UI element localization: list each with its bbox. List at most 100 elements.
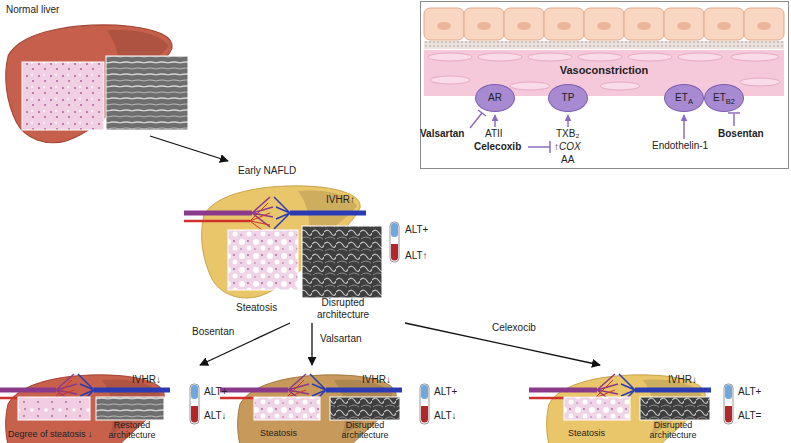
edge-label: Bosentan: [190, 326, 236, 338]
panel-label: Disrupted architecture: [330, 420, 400, 441]
smooth-muscle-cells: [600, 82, 640, 90]
sem-image: [106, 56, 188, 130]
ligand-label: Endothelin-1: [652, 140, 708, 152]
enzyme-label: ↑COX: [554, 141, 581, 153]
endothelial-cells: [584, 8, 624, 40]
smooth-muscle-cells: [628, 53, 672, 61]
cell-nuclei: [437, 22, 451, 30]
histology-image: [18, 397, 90, 420]
liver-panel: Normal liver: [2, 2, 192, 134]
receptor-oval: ETB2: [704, 84, 744, 112]
sem-image: [640, 397, 710, 420]
liver-panel: IVHR↓ ALT+ ALT= Steatosis Disrupted architec…: [540, 366, 780, 442]
sem-image: [330, 397, 400, 420]
valsartan-liver: [220, 374, 429, 443]
band-label: Vasoconstriction: [421, 64, 787, 77]
signal-lines: [549, 141, 551, 153]
receptor-oval: TP: [548, 84, 588, 112]
signal-lines: [494, 115, 496, 127]
substrate-label: AA: [561, 154, 574, 166]
panel-label: Early NAFLD: [238, 165, 296, 177]
ligand-label: ATII: [485, 128, 503, 140]
edge-label: Celexocib: [490, 322, 538, 334]
panel-label: ALT+: [204, 386, 227, 398]
normal-liver: [6, 25, 188, 143]
smooth-muscle-cells: [428, 53, 472, 61]
smooth-muscle-cells: [731, 53, 779, 61]
vessel-wall: [421, 2, 788, 168]
endothelial-cells: [504, 8, 544, 40]
panel-label: ALT+: [405, 224, 428, 236]
signal-lines: [528, 146, 550, 148]
panel-label: Restored architecture: [98, 420, 166, 441]
vessel-wall: [421, 2, 788, 168]
panel-label: IVHR↓: [668, 374, 697, 386]
celecoxib-liver: [529, 374, 733, 443]
edge-label: Valsartan: [318, 333, 364, 345]
smooth-muscle-cells: [578, 53, 622, 61]
smooth-muscle-cells: [678, 53, 722, 61]
panel-label: IVHR↑: [326, 194, 355, 206]
signal-lines: [470, 113, 482, 128]
signal-lines: [470, 110, 740, 153]
cell-nuclei: [757, 22, 771, 30]
cell-nuclei: [557, 22, 571, 30]
endothelial-cells: [544, 8, 584, 40]
panel-label: Degree of steatosis ↓: [8, 429, 93, 439]
receptor-label: ETA: [675, 92, 693, 104]
celecoxib-liver: [724, 384, 733, 424]
endothelial-cells: [744, 8, 784, 40]
liver-panel: IVHR↓ ALT+ ALT↓ Steatosis Disrupted architec…: [232, 366, 460, 442]
receptor-oval: ETA: [664, 84, 704, 112]
cell-nuclei: [597, 22, 611, 30]
liver-panel: IVHR↓ALT+ALT↓Degree of steatosis ↓Restor…: [0, 366, 230, 442]
signal-lines: [733, 114, 735, 126]
receptor-label: ETB2: [713, 92, 735, 104]
panel-label: ALT↑: [405, 250, 428, 262]
panel-label: ALT↓: [434, 410, 457, 422]
histology-image: [228, 230, 298, 290]
ligand-label: TXB₂: [556, 128, 579, 140]
signal-lines: [728, 112, 740, 114]
cell-nuclei: [677, 22, 691, 30]
endothelial-cells: [424, 8, 464, 40]
bosentan-liver: [0, 374, 199, 443]
bosentan-liver: [190, 384, 199, 424]
signal-lines: [683, 115, 685, 139]
panel-label: Disrupted architecture: [307, 297, 379, 320]
sem-image: [302, 226, 382, 298]
cell-nuclei: [437, 22, 771, 30]
endothelial-cells: [624, 8, 664, 40]
histology-image: [254, 397, 320, 420]
nafld-liver: [390, 222, 399, 262]
basement-membrane: [424, 41, 784, 49]
sem-image: [96, 397, 164, 420]
cell-nuclei: [637, 22, 651, 30]
panel-label: Steatosis: [260, 428, 297, 438]
smooth-muscle-cells: [740, 78, 780, 86]
panel-label: Steatosis: [568, 428, 605, 438]
panel-label: Disrupted architecture: [638, 420, 708, 441]
panel-label: ALT=: [738, 410, 761, 422]
cell-nuclei: [517, 22, 531, 30]
flow-arrow: [150, 136, 228, 161]
smooth-muscle-cells: [478, 53, 522, 61]
smooth-muscle-cells: [510, 82, 550, 90]
receptor-label: AR: [488, 92, 502, 104]
drug-label: Bosentan: [718, 128, 764, 140]
cell-nuclei: [717, 22, 731, 30]
liver-panel: Early NAFLD IVHR↑ ALT+ ALT↑ Steatosis Disrupt…: [198, 162, 431, 321]
panel-label: Steatosis: [236, 302, 277, 314]
cell-nuclei: [477, 22, 491, 30]
panel-label: ALT+: [434, 386, 457, 398]
endothelial-cells: [704, 8, 744, 40]
panel-label: IVHR↓: [362, 374, 391, 386]
endothelial-cells: [464, 8, 504, 40]
receptor-oval: AR: [475, 84, 515, 112]
flow-arrow: [405, 323, 600, 365]
panel-label: ALT+: [738, 386, 761, 398]
endothelial-cells: [424, 8, 784, 40]
